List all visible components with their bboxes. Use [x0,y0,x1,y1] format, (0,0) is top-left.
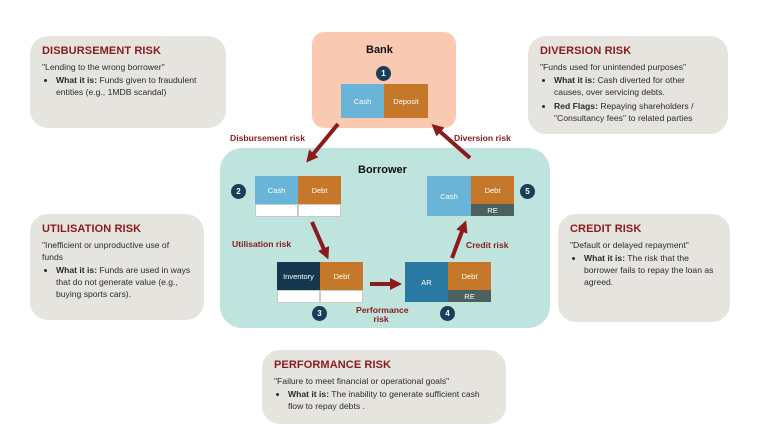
borrower-title: Borrower [358,164,407,176]
bullet-label: What it is: [288,389,330,400]
disbursement-risk-bullets: What it is: Funds given to fraudulent en… [42,75,214,99]
step3-empty-right [320,290,363,303]
bullet-text: Funds are used in ways that do not gener… [56,264,191,299]
performance-risk-quote: "Failure to meet financial or operationa… [274,376,450,387]
utilisation-arrow [310,221,330,260]
step2-debt-box: Debt [298,176,341,204]
credit-risk-quote: "Default or delayed repayment" [570,240,689,251]
diversion-arrow [431,124,472,160]
step-5-badge: 5 [520,184,535,199]
bullet-text: Repaying shareholders / "Consultancy fee… [554,100,694,123]
credit-risk-title: CREDIT RISK [570,223,642,235]
step-3-badge: 3 [312,306,327,321]
step2-empty-right [298,204,341,217]
performance-risk-title: PERFORMANCE RISK [274,359,392,371]
step2-empty-left [255,204,298,217]
credit-risk-card: CREDIT RISK "Default or delayed repaymen… [558,214,730,322]
disbursement-arrow [306,122,340,163]
performance-risk-label-line1: Performance [356,305,409,315]
utilisation-risk-label: Utilisation risk [232,239,292,249]
bullet-item: What it is: Cash diverted for other caus… [554,75,716,99]
diversion-risk-quote: "Funds used for unintended purposes" [540,62,687,73]
disbursement-risk-title: DISBURSEMENT RISK [42,45,162,57]
bank-title: Bank [366,44,393,56]
diversion-risk-card: DIVERSION RISK "Funds used for unintende… [528,36,728,134]
performance-risk-bullets: What it is: The inability to generate su… [274,389,494,413]
bullet-text: Cash diverted for other causes, over ser… [554,75,685,97]
diversion-risk-label: Diversion risk [454,133,511,143]
bullet-text: The inability to generate sufficient cas… [288,389,480,411]
bullet-label: Red Flags: [554,100,598,111]
bullet-item: Red Flags: Repaying shareholders / "Cons… [554,101,716,125]
step4-re-box: RE [448,290,491,302]
step3-debt-box: Debt [320,262,363,290]
bullet-item: What it is: Funds given to fraudulent en… [56,75,214,99]
credit-arrow [450,220,468,259]
step4-ar-box: AR [405,262,448,302]
bullet-item: What it is: The inability to generate su… [288,389,494,413]
diversion-risk-title: DIVERSION RISK [540,45,632,57]
step5-cash-box: Cash [427,176,471,216]
bullet-text: Funds given to fraudulent entities (e.g.… [56,75,197,97]
disbursement-risk-label: Disbursement risk [230,133,305,143]
performance-risk-label: Performance risk [356,305,409,325]
step2-cash-box: Cash [255,176,298,204]
disbursement-risk-quote: "Lending to the wrong borrower" [42,62,165,73]
disbursement-risk-card: DISBURSEMENT RISK "Lending to the wrong … [30,36,226,128]
performance-risk-label-line2: risk [373,314,389,325]
credit-risk-bullets: What it is: The risk that the borrower f… [570,253,718,289]
bullet-label: What it is: [56,75,98,86]
bullet-label: What it is: [554,75,596,86]
step3-empty-left [277,290,320,303]
credit-risk-label: Credit risk [466,240,509,250]
utilisation-risk-quote: "Inefficient or unproductive use of fund… [42,240,170,263]
step5-re-box: RE [471,204,514,216]
performance-risk-card: PERFORMANCE RISK "Failure to meet financ… [262,350,506,424]
step3-inventory-box: Inventory [277,262,320,290]
step-1-badge: 1 [376,66,391,81]
utilisation-risk-title: UTILISATION RISK [42,223,142,235]
diversion-risk-bullets: What it is: Cash diverted for other caus… [540,75,716,124]
step-4-badge: 4 [440,306,455,321]
bullet-text: The risk that the borrower fails to repa… [584,253,714,287]
bullet-label: What it is: [584,253,626,264]
bullet-item: What it is: Funds are used in ways that … [56,265,192,301]
step5-debt-box: Debt [471,176,514,204]
utilisation-risk-bullets: What it is: Funds are used in ways that … [42,265,192,301]
step4-debt-box: Debt [448,262,491,290]
utilisation-risk-card: UTILISATION RISK "Inefficient or unprodu… [30,214,204,320]
step-2-badge: 2 [231,184,246,199]
bank-cash-box: Cash [341,84,384,118]
bullet-label: What it is: [56,264,98,275]
bank-deposit-box: Deposit [384,84,428,118]
bullet-item: What it is: The risk that the borrower f… [584,253,718,289]
